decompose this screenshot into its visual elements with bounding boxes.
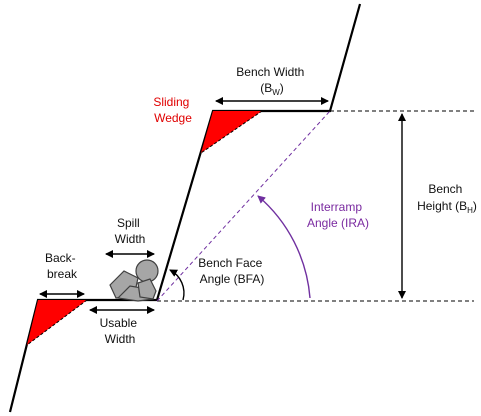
sliding-wedge-label: Sliding Wedge	[153, 95, 192, 125]
sliding-wedge-lower-dash	[26, 299, 88, 346]
backbreak-label: Back- break	[45, 251, 79, 281]
bench-width-label: Bench Width (BW)	[236, 65, 307, 97]
usable-width-label: Usable Width	[100, 316, 141, 346]
bench-face-angle-label: Bench Face Angle (BFA)	[198, 256, 265, 286]
interramp-angle-label: Interramp Angle (IRA)	[307, 200, 369, 230]
pit-profile	[8, 3, 362, 413]
bench-height-label: Bench Height (BH)	[417, 182, 477, 215]
sliding-wedge-upper-dash	[200, 110, 263, 154]
spill-width-label: Spill Width	[115, 216, 146, 246]
interramp-dashed-line	[156, 110, 331, 302]
spill-rocks	[109, 259, 159, 302]
bench-face-angle-arc	[169, 269, 185, 301]
interramp-angle-arc	[257, 195, 311, 299]
